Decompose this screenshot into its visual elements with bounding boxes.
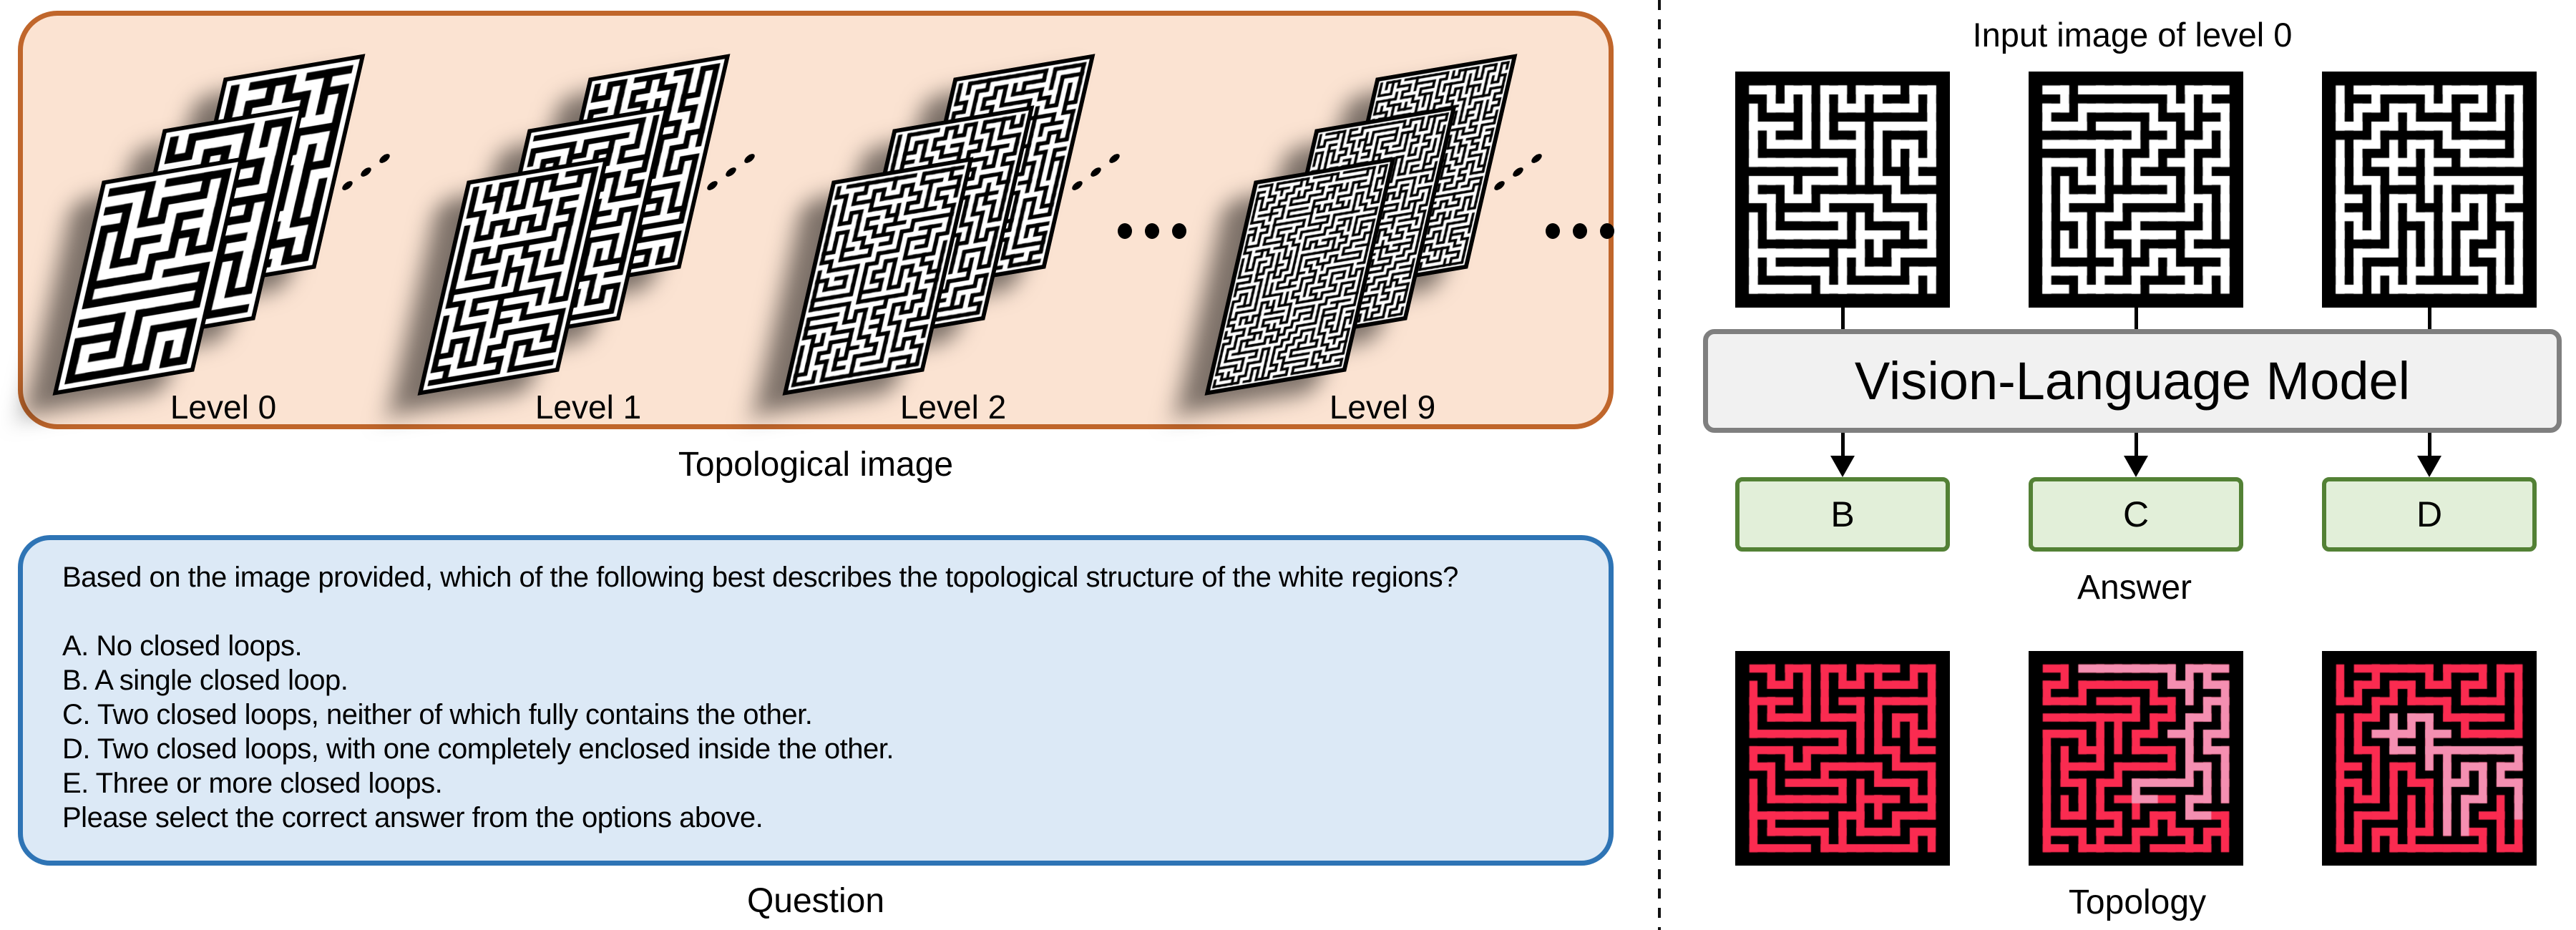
topological-image-caption: Topological image [678,446,954,484]
maze-image [782,157,974,396]
topological-image-panel: Level 0 Level 1 Level 2 Level 9 [18,11,1614,429]
question-text: Based on the image provided, which of th… [62,562,1458,593]
question-spacer [62,594,1580,629]
option-a: A. No closed loops. [62,630,303,662]
topology-maze-1 [1735,651,1950,869]
maze-panel [782,157,974,396]
option-d: D. Two closed loops, with one completely… [62,733,894,765]
horizontal-ellipsis-icon [1118,223,1189,239]
maze-stack-level-2 [782,54,1096,396]
maze-image [2029,651,2243,866]
question-instruction: Please select the correct answer from th… [62,802,763,833]
maze-image [2029,72,2243,308]
right-panel-title: Input image of level 0 [1972,16,2293,54]
diagonal-ellipsis-icon [706,152,756,198]
maze-image [2322,651,2537,866]
maze-panel [1204,157,1396,396]
input-maze-2 [2029,72,2243,311]
option-e: E. Three or more closed loops. [62,768,443,799]
maze-image [52,157,244,396]
maze-image [417,157,609,396]
maze-image [1735,651,1950,866]
maze-panel [417,157,609,396]
option-b: B. A single closed loop. [62,665,348,696]
maze-stack-level-0 [52,54,366,396]
option-c: C. Two closed loops, neither of which fu… [62,699,813,730]
input-maze-1 [1735,72,1950,311]
maze-stack-level-1 [417,54,731,396]
maze-panel [52,157,244,396]
input-maze-3 [2322,72,2537,311]
question-panel: Based on the image provided, which of th… [18,535,1614,866]
answer-box-1: B [1735,477,1950,552]
level-9-label: Level 9 [1329,388,1436,426]
question-caption: Question [746,882,885,920]
answer-box-2: C [2029,477,2243,552]
vision-language-model-box: Vision-Language Model [1703,329,2562,433]
connector-line [2135,308,2138,329]
diagonal-ellipsis-icon [1070,152,1121,198]
dashed-divider [1658,0,1661,930]
topology-maze-3 [2322,651,2537,869]
answer-box-3: D [2322,477,2537,552]
horizontal-ellipsis-icon [1546,223,1617,239]
level-1-label: Level 1 [535,388,642,426]
connector-line [2428,308,2431,329]
maze-image [1735,72,1950,308]
topology-caption: Topology [2068,884,2207,921]
diagonal-ellipsis-icon [1493,152,1543,198]
connector-line [1841,308,1845,329]
level-0-label: Level 0 [170,388,277,426]
answer-caption: Answer [2077,569,2192,607]
maze-stack-level-9 [1204,54,1518,396]
level-2-label: Level 2 [899,388,1007,426]
maze-image [1204,157,1396,396]
topology-maze-2 [2029,651,2243,869]
maze-image [2322,72,2537,308]
diagonal-ellipsis-icon [341,152,391,198]
